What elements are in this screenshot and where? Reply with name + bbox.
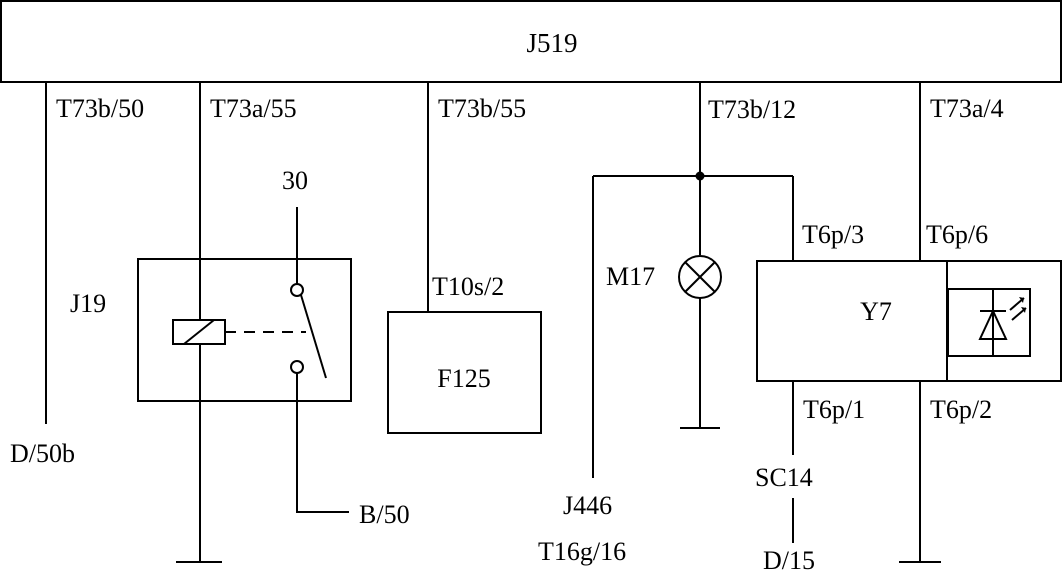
y7-diode-ray-1-head [1019,297,1024,303]
pin-t73b-12-label: T73b/12 [708,95,796,124]
sc14-label: SC14 [755,463,813,492]
j519-label: J519 [526,28,577,58]
y7-diode-frame [947,288,1031,357]
pin-t73a-55-label: T73a/55 [210,94,297,123]
y7-diode-ray-2-head [1021,307,1026,313]
y7-label: Y7 [860,297,892,326]
relay-switch-blade [300,294,327,379]
relay-contact-bottom [290,360,304,374]
y7-diode-triangle [978,308,1008,340]
j446-label: J446 [563,491,612,520]
wire-d50b-label: D/50b [10,439,75,468]
pin-t73b-55-label: T73b/55 [438,94,526,123]
relay-coil-diagonal [183,319,215,345]
relay-j19-label: J19 [70,289,106,318]
lamp-m17-label: M17 [606,262,655,291]
d15-label: D/15 [763,546,815,573]
relay-contact-top [290,283,304,297]
y7-pin-t6p6-label: T6p/6 [926,220,988,249]
t16g-16-label: T16g/16 [538,537,626,566]
relay-output-label: B/50 [359,500,410,529]
f125-label: F125 [437,364,490,393]
y7-pin-t6p3-label: T6p/3 [802,220,864,249]
lamp-cross-b [684,261,716,293]
y7-box [756,260,1062,382]
relay-output-wire [296,373,349,513]
fuse-connector-label: T10s/2 [432,272,504,301]
relay-terminal-30-label: 30 [282,166,308,195]
pin-t73b-50-label: T73b/50 [56,94,144,123]
f125-box [387,311,542,434]
j519-module-box [0,0,1062,83]
relay-j19-box [137,258,352,402]
pin-t73a-4-label: T73a/4 [930,94,1004,123]
y7-pin-t6p1-label: T6p/1 [803,395,865,424]
y7-pin-t6p2-label: T6p/2 [930,395,992,424]
